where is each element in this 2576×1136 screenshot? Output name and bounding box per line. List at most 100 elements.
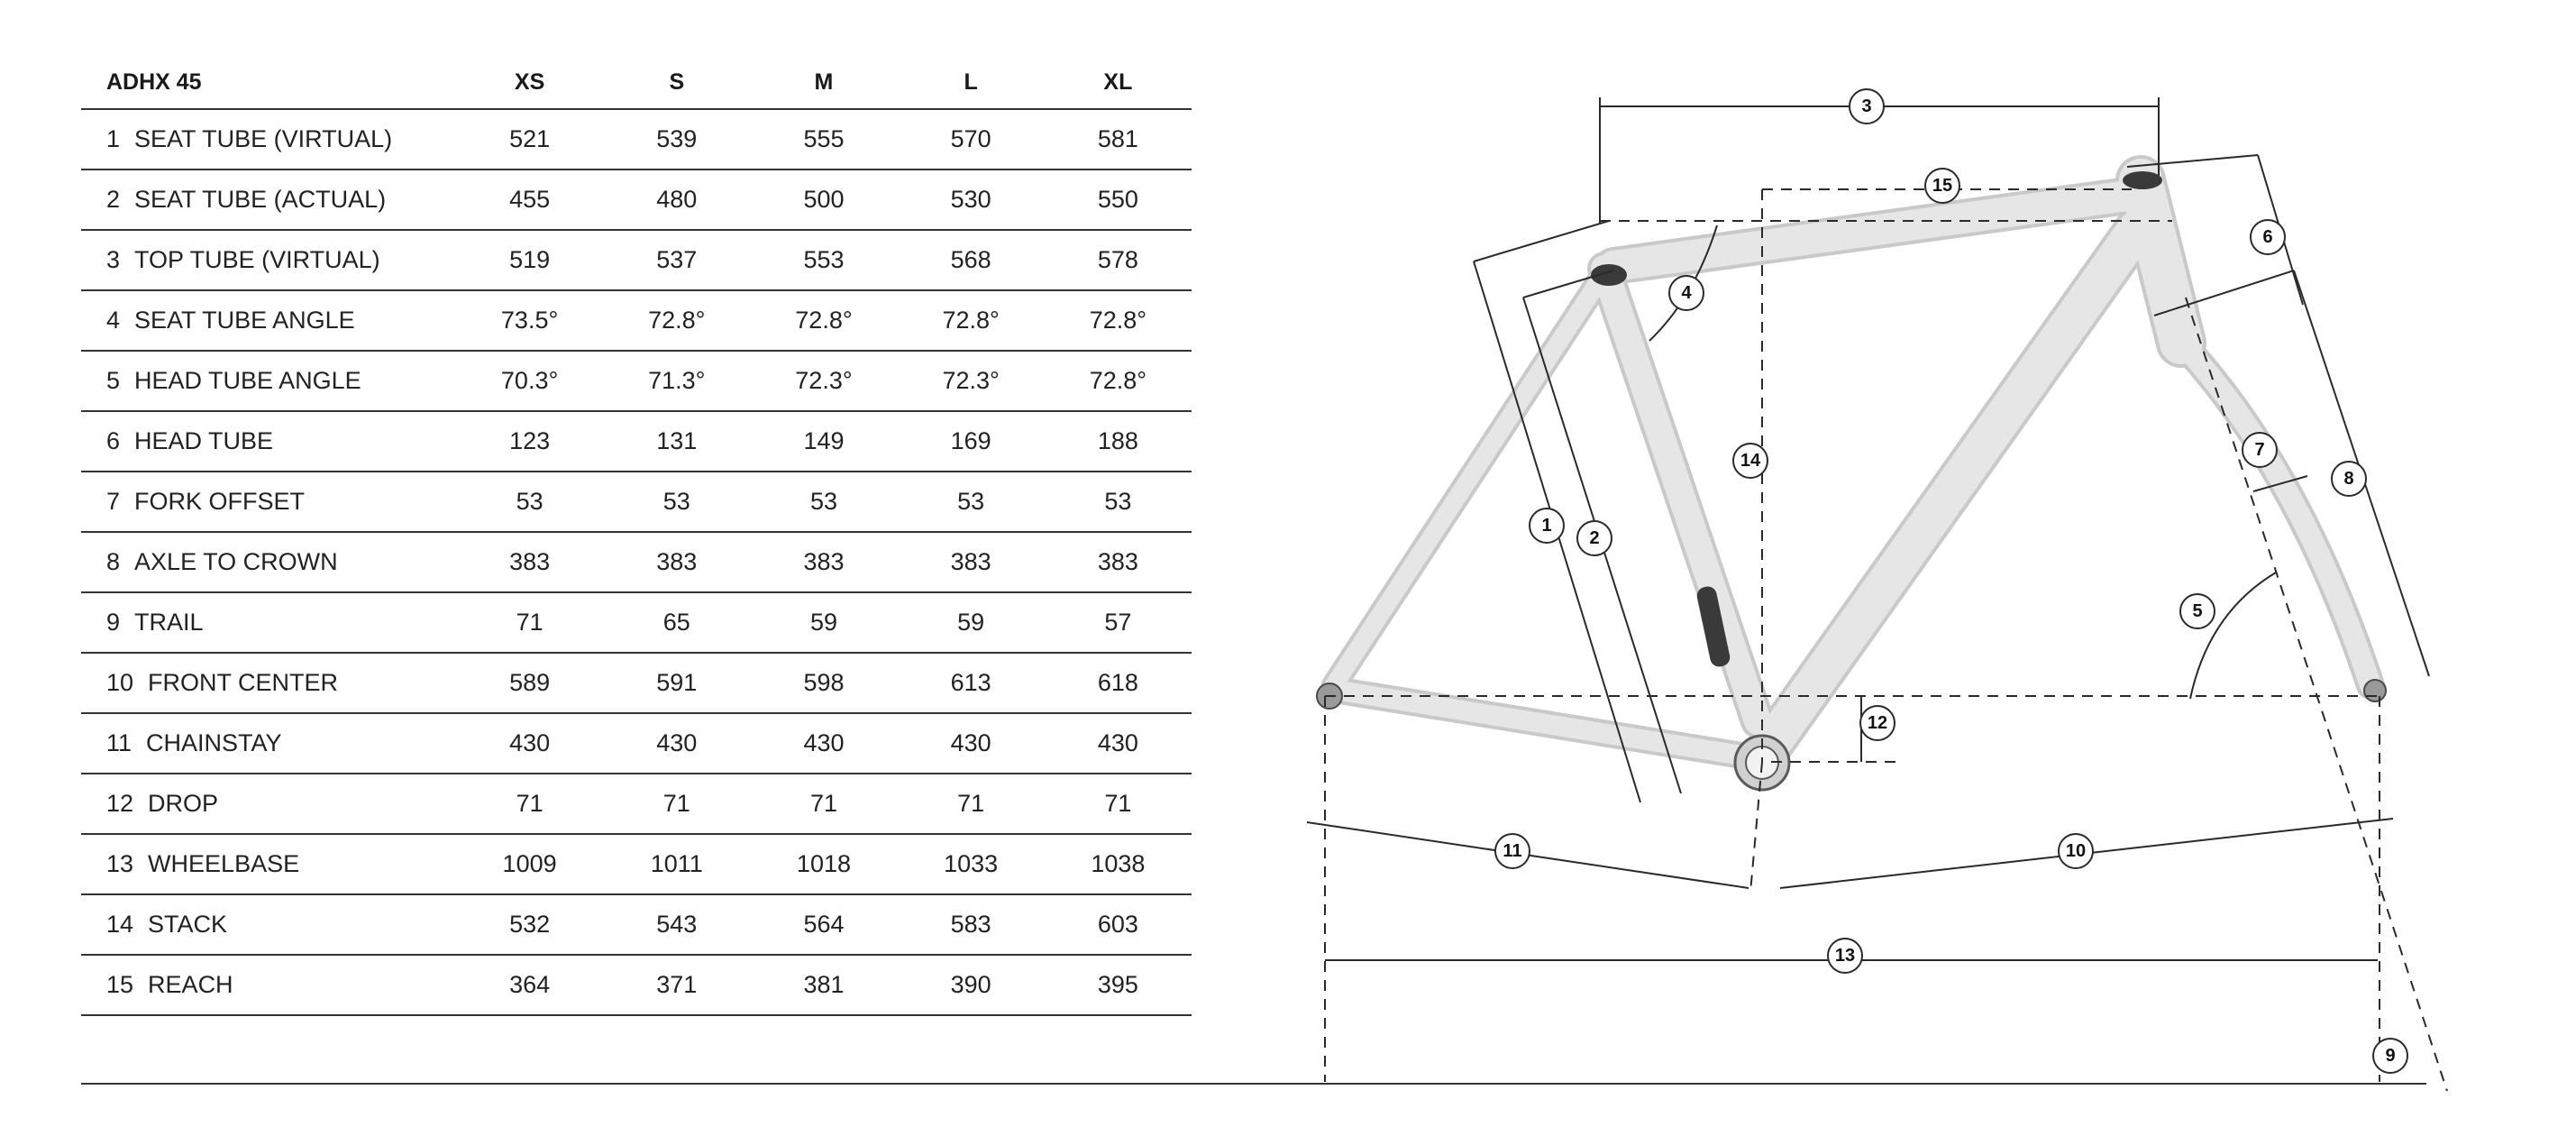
measurement-value: 568	[897, 230, 1045, 291]
measurement-name: AXLE TO CROWN	[134, 548, 338, 575]
measurement-number: 11	[106, 729, 132, 756]
measurement-value: 553	[750, 230, 898, 291]
measurement-value: 530	[897, 169, 1045, 231]
measurement-value: 578	[1044, 230, 1192, 291]
measurement-number: 2	[106, 186, 121, 213]
measurement-name: FORK OFFSET	[134, 488, 306, 515]
measurement-value: 169	[897, 411, 1045, 472]
callout-number: 11	[1503, 841, 1521, 861]
model-name: ADHX 45	[81, 56, 456, 110]
measurement-value: 480	[603, 169, 751, 231]
size-header-m: M	[750, 56, 898, 110]
measurement-value: 455	[456, 169, 604, 231]
measurement-value: 1009	[456, 834, 604, 895]
callout-number: 7	[2254, 440, 2264, 460]
measurement-value: 149	[750, 411, 898, 472]
callout-number: 14	[1740, 451, 1761, 471]
dimension-callout: 11	[1494, 833, 1530, 869]
dimension-callout: 2	[1576, 520, 1612, 556]
measurement-number: 10	[106, 669, 134, 696]
measurement-value: 383	[603, 532, 751, 593]
measurement-value: 603	[1044, 894, 1192, 956]
measurement-value: 72.3°	[750, 351, 898, 412]
measurement-value: 519	[456, 230, 604, 291]
measurement-value: 500	[750, 169, 898, 231]
measurement-number: 3	[106, 246, 121, 273]
callout-number: 6	[2262, 227, 2272, 247]
measurement-value: 381	[750, 955, 898, 1016]
dimension-callout: 3	[1849, 88, 1885, 124]
callout-number: 2	[1589, 528, 1599, 548]
measurement-value: 71	[456, 592, 604, 654]
measurement-number: 5	[106, 367, 121, 394]
measurement-value: 65	[603, 592, 751, 654]
measurement-value: 371	[603, 955, 751, 1016]
dimension-callout: 8	[2331, 461, 2367, 497]
measurement-value: 364	[456, 955, 604, 1016]
measurement-value: 613	[897, 653, 1045, 714]
measurement-name: REACH	[148, 971, 233, 998]
measurement-value: 1033	[897, 834, 1045, 895]
measurement-number: 9	[106, 609, 121, 636]
measurement-value: 598	[750, 653, 898, 714]
callout-number: 5	[2192, 601, 2202, 621]
callout-number: 15	[1932, 176, 1952, 196]
measurement-number: 6	[106, 427, 121, 454]
size-header-xl: XL	[1044, 56, 1192, 110]
bike-frame	[1316, 155, 2387, 792]
dimension-callout: 7	[2242, 432, 2278, 468]
measurement-value: 53	[603, 472, 751, 533]
measurement-number: 15	[106, 971, 134, 998]
measurement-value: 57	[1044, 592, 1192, 654]
measurement-value: 59	[750, 592, 898, 654]
size-header-xs: XS	[456, 56, 604, 110]
measurement-value: 430	[456, 713, 604, 774]
dimension-callout: 15	[1924, 168, 1960, 204]
measurement-value: 395	[1044, 955, 1192, 1016]
measurement-value: 564	[750, 894, 898, 956]
measurement-value: 521	[456, 109, 604, 170]
measurement-value: 1018	[750, 834, 898, 895]
measurement-name: FRONT CENTER	[148, 669, 339, 696]
measurement-value: 430	[603, 713, 751, 774]
measurement-value: 53	[456, 472, 604, 533]
measurement-value: 71.3°	[603, 351, 751, 412]
dimension-callout: 9	[2372, 1038, 2408, 1074]
measurement-value: 71	[897, 774, 1045, 835]
measurement-number: 12	[106, 790, 134, 817]
measurement-value: 71	[456, 774, 604, 835]
measurement-value: 72.3°	[897, 351, 1045, 412]
dimension-callout: 12	[1859, 705, 1895, 741]
callout-number: 12	[1868, 713, 1887, 733]
callout-number: 4	[1681, 283, 1692, 303]
measurement-name: HEAD TUBE ANGLE	[134, 367, 361, 394]
measurement-value: 430	[1044, 713, 1192, 774]
measurement-value: 1038	[1044, 834, 1192, 895]
measurement-name: SEAT TUBE (VIRTUAL)	[134, 125, 393, 152]
size-header-s: S	[603, 56, 751, 110]
measurement-value: 383	[897, 532, 1045, 593]
measurement-value: 390	[897, 955, 1045, 1016]
measurement-value: 591	[603, 653, 751, 714]
measurement-value: 72.8°	[897, 290, 1045, 352]
measurement-value: 71	[603, 774, 751, 835]
callout-number: 10	[2066, 841, 2086, 861]
